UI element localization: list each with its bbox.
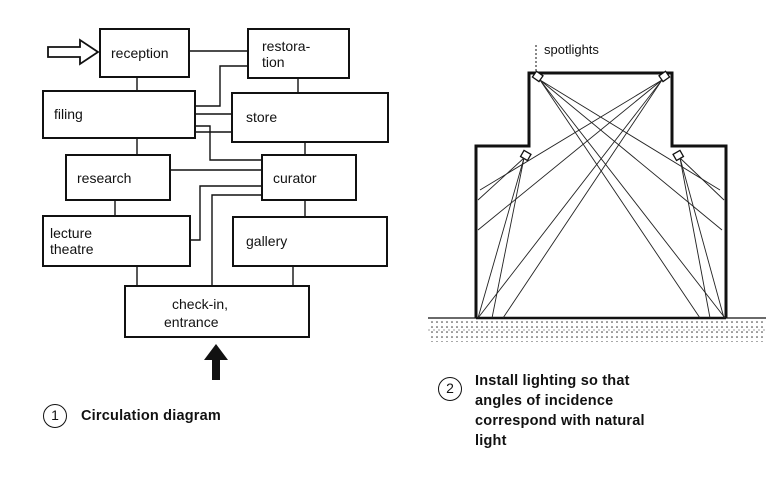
entry-arrow-icon <box>47 38 100 66</box>
figure2-number-circle: 2 <box>438 377 462 401</box>
restoration-label-line2: tion <box>262 54 285 70</box>
figure1-number-circle: 1 <box>43 404 67 428</box>
figure1-caption: Circulation diagram <box>81 408 221 424</box>
gallery-label: gallery <box>246 233 288 249</box>
reception-box: reception <box>99 28 190 78</box>
reception-label: reception <box>111 45 169 61</box>
lecture-label-line2: theatre <box>50 241 94 257</box>
research-label: research <box>77 170 132 186</box>
restoration-label-line1: restora- <box>262 38 311 54</box>
curator-box: curator <box>261 154 357 201</box>
lower-spotlight-left <box>519 149 532 162</box>
building-outline <box>474 71 728 318</box>
store-label: store <box>246 109 278 125</box>
lower-spotlight-right <box>672 149 685 162</box>
figure2-caption-line-2: angles of incidence <box>475 393 614 409</box>
figure2-caption-line-3: correspond with natural <box>475 413 645 429</box>
upper-spotlight-left <box>531 70 544 83</box>
filing-box: filing <box>42 90 196 139</box>
store-box: store <box>231 92 389 143</box>
check-in-entrance-box: check-in, entrance <box>124 285 310 338</box>
figure2-caption: Install lighting so that angles of incid… <box>475 371 645 451</box>
check-in-label-line2: entrance <box>164 314 219 330</box>
upper-spotlight-right <box>658 70 671 83</box>
figure2-caption-line-1: Install lighting so that <box>475 373 630 389</box>
light-rays <box>477 79 726 319</box>
research-box: research <box>65 154 171 201</box>
entrance-arrow-icon <box>204 344 228 380</box>
lecture-label-line1: lecture <box>50 225 93 241</box>
filing-label: filing <box>54 106 83 122</box>
figure2-caption-line-4: light <box>475 433 507 449</box>
lecture-theatre-box: lecture theatre <box>42 215 191 267</box>
spotlights-label: spotlights <box>544 42 599 57</box>
restoration-box: restora- tion <box>247 28 350 79</box>
check-in-label-line1: check-in, <box>172 296 229 312</box>
curator-label: curator <box>273 170 317 186</box>
gallery-box: gallery <box>232 216 388 267</box>
